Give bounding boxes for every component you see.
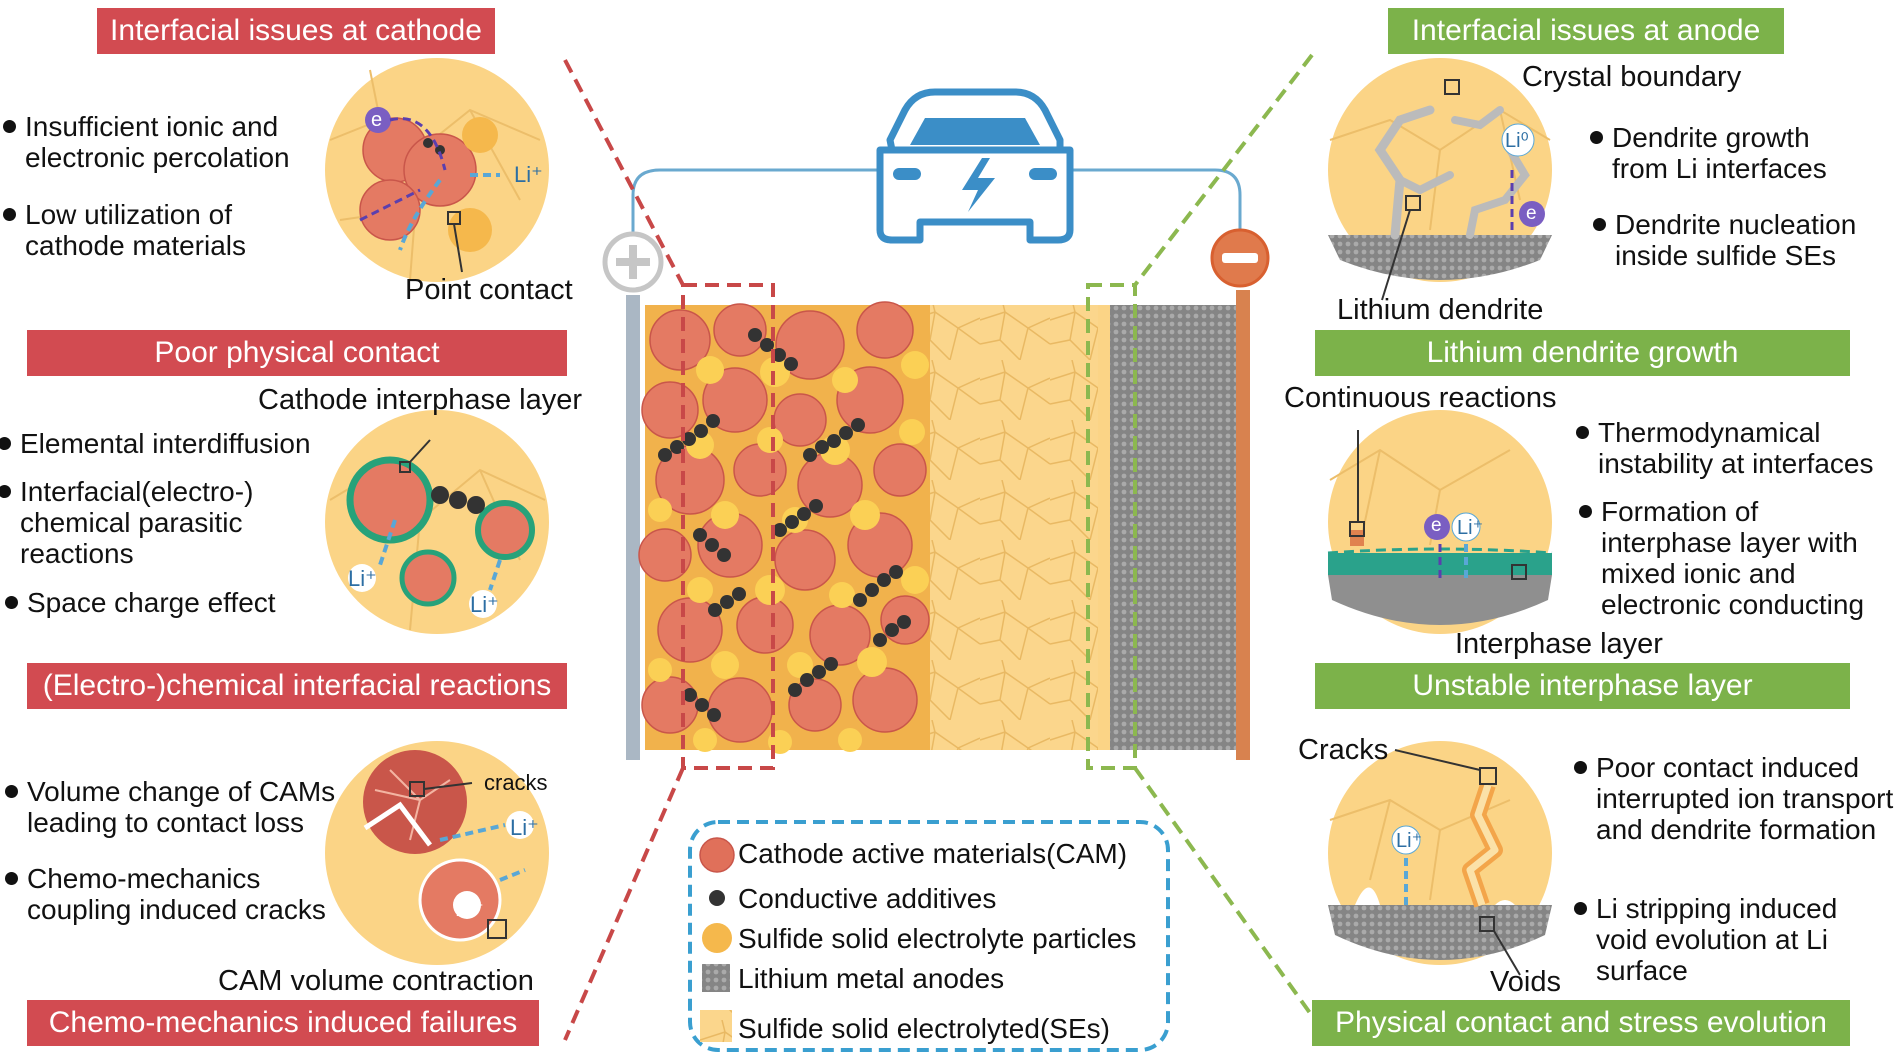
bullet-li-stripping: Li stripping induced void evolution at L… — [1574, 893, 1896, 986]
callout-interphase-layer: Interphase layer — [1455, 628, 1663, 660]
cathode-interphase-illustration — [325, 410, 549, 634]
lithium-anode-layer — [1100, 305, 1236, 750]
bullet-elemental-interdiffusion: Elemental interdiffusion — [0, 428, 340, 459]
electron-label: e — [371, 109, 383, 131]
cathode-point-contact-illustration — [325, 58, 549, 282]
minus-terminal-icon — [1210, 228, 1270, 288]
callout-crystal-boundary: Crystal boundary — [1522, 61, 1742, 93]
bullet-volume-change: Volume change of CAMs leading to contact… — [5, 776, 347, 838]
li-metal-label: Li⁰ — [1505, 130, 1529, 152]
bullet-thermodynamic-instability: Thermodynamical instability at interface… — [1576, 417, 1888, 479]
car-icon — [876, 88, 1074, 244]
callout-point-contact: Point contact — [405, 274, 573, 306]
callout-lithium-dendrite: Lithium dendrite — [1337, 294, 1544, 326]
li-ion-label: Li⁺ — [470, 592, 499, 617]
banner-chemo-mechanics-failures: Chemo-mechanics induced failures — [27, 1000, 539, 1046]
callout-voids: Voids — [1490, 966, 1561, 998]
bullet-low-utilization: Low utilization of cathode materials — [3, 199, 325, 261]
cathode-cracks-illustration — [325, 741, 549, 965]
solid-electrolyte-layer — [930, 305, 1100, 750]
banner-poor-physical-contact: Poor physical contact — [27, 330, 567, 376]
banner-physical-contact-stress: Physical contact and stress evolution — [1312, 1000, 1850, 1046]
li-ion-label: Li⁺ — [514, 162, 543, 187]
banner-interfacial-issues-anode: Interfacial issues at anode — [1388, 8, 1784, 54]
bullet-dendrite-nucleation: Dendrite nucleation inside sulfide SEs — [1593, 209, 1885, 271]
anode-dendrite-illustration — [1328, 58, 1552, 301]
banner-lithium-dendrite-growth: Lithium dendrite growth — [1315, 330, 1850, 376]
legend-item-lithium-anodes: Lithium metal anodes — [738, 963, 1005, 994]
banner-electrochemical-reactions: (Electro-)chemical interfacial reactions — [27, 663, 567, 709]
bullet-interphase-formation: Formation of interphase layer with mixed… — [1579, 496, 1891, 620]
electron-label: e — [1431, 515, 1442, 536]
bullet-percolation: Insufficient ionic and electronic percol… — [3, 111, 325, 173]
anode-contact-illustration — [1328, 741, 1552, 976]
legend-item-sulfide-electrolytes: Sulfide solid electrolyted(SEs) — [738, 1013, 1110, 1044]
callout-cracks-anode: Cracks — [1298, 734, 1389, 766]
cathode-composite — [638, 301, 930, 754]
legend-item-cam: Cathode active materials(CAM) — [738, 838, 1128, 869]
legend-item-sulfide-particles: Sulfide solid electrolyte particles — [738, 923, 1137, 954]
legend-swatches — [699, 837, 735, 1042]
callout-continuous-reactions: Continuous reactions — [1284, 382, 1557, 414]
bullet-space-charge: Space charge effect — [5, 587, 327, 618]
bullet-parasitic-reactions: Interfacial(electro-) chemical parasitic… — [0, 476, 300, 569]
electron-label: e — [1526, 203, 1537, 224]
anode-interphase-illustration — [1327, 410, 1553, 634]
banner-unstable-interphase-layer: Unstable interphase layer — [1315, 663, 1850, 709]
plus-terminal-icon — [602, 231, 664, 293]
callout-cam-volume-contraction: CAM volume contraction — [218, 965, 534, 997]
bullet-dendrite-growth: Dendrite growth from Li interfaces — [1590, 122, 1872, 184]
bullet-chemo-mechanics-cracks: Chemo-mechanics coupling induced cracks — [5, 863, 347, 925]
li-ion-label: Li⁺ — [455, 896, 484, 921]
li-ion-label: Li⁺ — [348, 566, 377, 591]
banner-interfacial-issues-cathode: Interfacial issues at cathode — [97, 8, 495, 54]
callout-cathode-interphase-layer: Cathode interphase layer — [258, 384, 583, 416]
bullet-poor-contact: Poor contact induced interrupted ion tra… — [1574, 752, 1896, 845]
callout-cracks: cracks — [484, 770, 548, 795]
li-ion-label: Li⁺ — [510, 815, 539, 840]
li-ion-label: Li⁺ — [1457, 517, 1484, 539]
li-ion-label: Li⁺ — [1396, 830, 1423, 852]
legend-item-conductive-additives: Conductive additives — [738, 883, 997, 914]
